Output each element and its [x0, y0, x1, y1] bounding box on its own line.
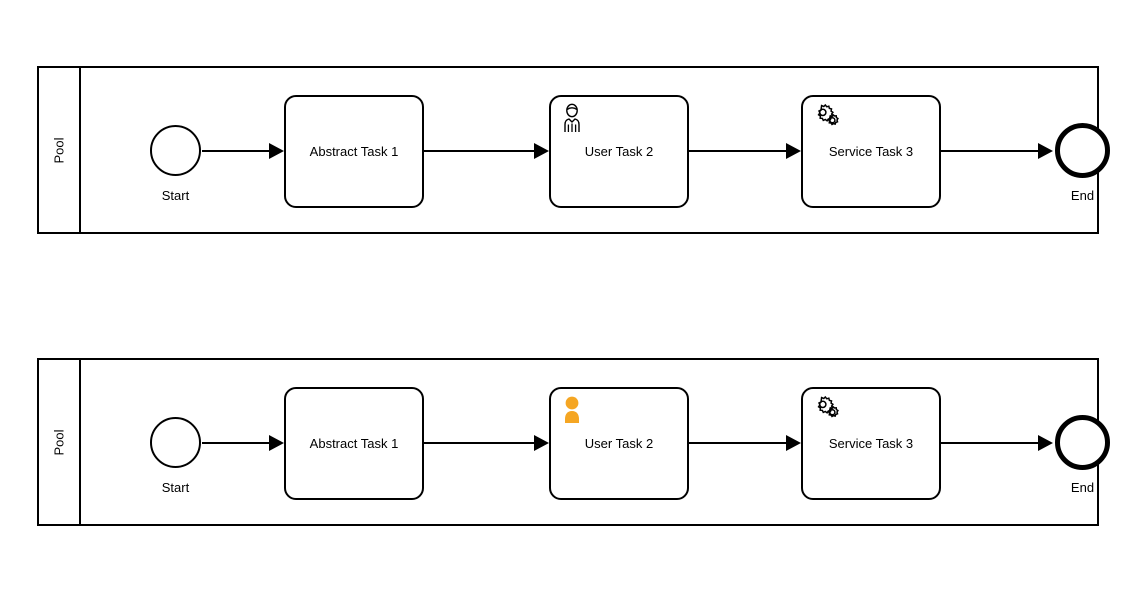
pool-2-flow-1-arrowhead	[269, 435, 284, 451]
pool-2-start-event[interactable]	[150, 417, 201, 468]
pool-2-label: Pool	[51, 428, 67, 456]
pool-2-start-event-label: Start	[161, 480, 190, 495]
pool-1-task-user-task-2-label: User Task 2	[584, 144, 654, 159]
pool-2-task-service-task-3-label: Service Task 3	[828, 436, 914, 451]
pool-1-flow-2-arrowhead	[534, 143, 549, 159]
pool-1-flow-4	[941, 150, 1038, 152]
pool-1-header[interactable]: Pool	[39, 68, 81, 232]
pool-2-task-user-task-2[interactable]: User Task 2	[549, 387, 689, 500]
pool-2-task-abstract-task-1[interactable]: Abstract Task 1	[284, 387, 424, 500]
pool-2[interactable]: Pool Start Abstract Task 1	[37, 358, 1110, 526]
pool-1-task-abstract-task-1[interactable]: Abstract Task 1	[284, 95, 424, 208]
gears-icon	[810, 395, 839, 425]
pool-1-task-service-task-3-label: Service Task 3	[828, 144, 914, 159]
pool-2-flow-4-arrowhead	[1038, 435, 1053, 451]
pool-2-lane: Start Abstract Task 1 User Task 2	[81, 360, 1110, 524]
pool-1-flow-3	[689, 150, 786, 152]
gears-icon	[810, 103, 839, 133]
pool-1[interactable]: Pool Start Abstract Task 1	[37, 66, 1110, 234]
pool-2-flow-3-arrowhead	[786, 435, 801, 451]
pool-1-flow-4-arrowhead	[1038, 143, 1053, 159]
pool-1-task-abstract-task-1-label: Abstract Task 1	[309, 144, 399, 159]
pool-2-task-abstract-task-1-label: Abstract Task 1	[309, 436, 399, 451]
pool-1-task-user-task-2[interactable]: User Task 2	[549, 95, 689, 208]
pool-1-flow-2	[424, 150, 534, 152]
user-outline-icon	[558, 103, 586, 133]
pool-1-lane: Start Abstract Task 1	[81, 68, 1110, 232]
pool-1-end-event-label: End	[1070, 188, 1095, 203]
pool-1-task-service-task-3[interactable]: Service Task 3	[801, 95, 941, 208]
pool-1-start-event-label: Start	[161, 188, 190, 203]
pool-2-task-user-task-2-label: User Task 2	[584, 436, 654, 451]
pool-1-flow-3-arrowhead	[786, 143, 801, 159]
pool-2-flow-1	[202, 442, 275, 444]
pool-1-label: Pool	[51, 136, 67, 164]
pool-1-end-event[interactable]	[1055, 123, 1110, 178]
pool-2-header[interactable]: Pool	[39, 360, 81, 524]
pool-2-flow-3	[689, 442, 786, 444]
pool-2-end-event-label: End	[1070, 480, 1095, 495]
pool-1-flow-1	[202, 150, 275, 152]
pool-2-flow-2-arrowhead	[534, 435, 549, 451]
pool-2-end-event[interactable]	[1055, 415, 1110, 470]
pool-1-start-event[interactable]	[150, 125, 201, 176]
pool-1-flow-1-arrowhead	[269, 143, 284, 159]
pool-2-flow-2	[424, 442, 534, 444]
pool-2-task-service-task-3[interactable]: Service Task 3	[801, 387, 941, 500]
pool-2-flow-4	[941, 442, 1038, 444]
user-filled-icon	[558, 395, 586, 425]
